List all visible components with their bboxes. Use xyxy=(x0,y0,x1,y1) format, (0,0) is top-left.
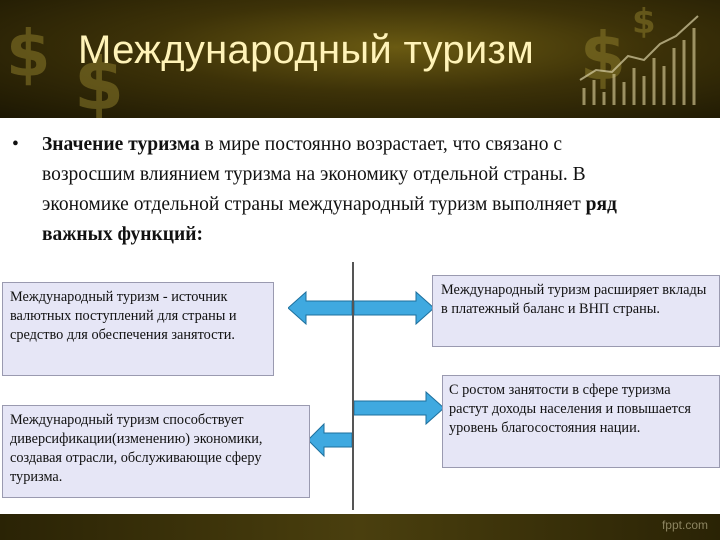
bar-chart-icon xyxy=(579,15,699,105)
function-box-currency: Международный туризм - источник валютных… xyxy=(2,282,274,376)
slide-title: Международный туризм xyxy=(78,28,534,72)
arrow-left-icon xyxy=(288,290,352,326)
dollar-sign-icon: $ xyxy=(632,2,656,42)
header-banner: $ $ $ $ Международный туризм xyxy=(0,0,720,118)
bullet-marker: • xyxy=(12,134,19,155)
dollar-sign-icon: $ xyxy=(580,18,626,95)
function-box-balance: Международный туризм расширяет вклады в … xyxy=(432,275,720,347)
intro-bold-end: ряд важных функций xyxy=(42,194,617,245)
arrow-left-icon xyxy=(308,422,352,458)
intro-text: в мире постоянно возрастает, что связано… xyxy=(42,134,586,215)
intro-paragraph: • Значение туризма в мире постоянно возр… xyxy=(12,130,642,250)
intro-bold-lead: Значение туризма xyxy=(42,134,200,155)
intro-colon: : xyxy=(196,224,203,245)
center-divider-line xyxy=(352,262,354,510)
arrow-right-icon xyxy=(354,390,444,426)
footer-bar: fppt.com xyxy=(0,514,720,540)
dollar-sign-icon: $ xyxy=(6,18,51,92)
function-box-welfare: С ростом занятости в сфере туризма расту… xyxy=(442,375,720,468)
arrow-right-icon xyxy=(354,290,434,326)
function-box-diversification: Международный туризм способствует диверс… xyxy=(2,405,310,498)
dollar-sign-icon: $ xyxy=(74,42,125,118)
watermark-text: fppt.com xyxy=(661,518,708,532)
